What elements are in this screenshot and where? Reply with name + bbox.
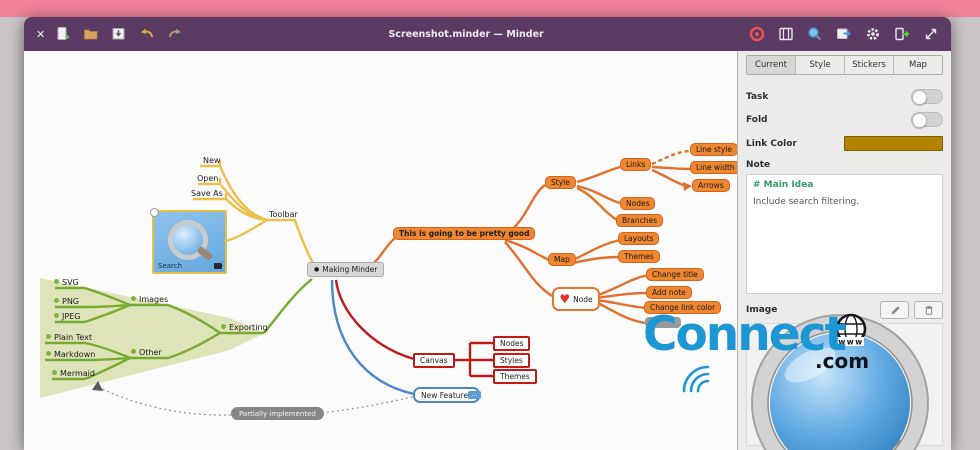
node-node-label: Node [573,294,593,304]
sidebar-tabs: Current Style Stickers Map [746,55,943,75]
node-images[interactable]: Images [131,295,168,304]
titlebar: ✕ Screenshot.minder — Minder [24,17,951,51]
mindmap-canvas[interactable]: Making Minder Toolbar New Open Save As S… [24,51,737,450]
window-title: Screenshot.minder — Minder [388,28,544,40]
tab-stickers[interactable]: Stickers [845,56,894,74]
node-save-as[interactable]: Save As [191,189,223,198]
fold-row: Fold [746,112,943,128]
tab-current[interactable]: Current [747,56,796,74]
node-pretty-good[interactable]: This is going to be pretty good [393,227,536,240]
desktop-background-band [0,0,980,17]
fold-toggle[interactable] [911,112,943,128]
node-style[interactable]: Style [545,176,576,189]
task-label: Task [746,91,769,102]
node-add-note[interactable]: Add note [646,286,692,299]
node-root[interactable]: Making Minder [307,262,385,277]
image-edit-button[interactable] [880,301,909,319]
toolbar-branch-lines [193,160,316,266]
node-new[interactable]: New [203,156,221,165]
node-change-link-color[interactable]: Change link color [644,301,722,314]
export-image-icon[interactable] [836,26,852,42]
trash-icon [925,305,932,315]
dotted-arrowhead [92,381,103,391]
overview-grid-icon[interactable] [778,26,794,42]
new-file-icon[interactable] [55,26,71,42]
node-plain-text[interactable]: Plain Text [46,333,92,342]
canvas-branch-lines [334,279,493,378]
node-layouts[interactable]: Layouts [618,232,660,245]
node-search-image[interactable]: Search [150,208,227,274]
image-row: Image [746,301,943,319]
node-partially-implemented[interactable]: Partially implemented [231,407,324,420]
open-folder-icon[interactable] [83,26,99,42]
mindmap-connectors [40,149,693,416]
save-icon[interactable] [111,26,127,42]
task-toggle-knob [912,90,927,105]
node-exporting[interactable]: Exporting [221,323,268,332]
node-arrows[interactable]: Arrows [692,179,730,192]
node-markdown[interactable]: Markdown [46,350,95,359]
fold-toggle-knob [912,113,927,128]
node-other[interactable]: Other [131,348,162,357]
node-canvas-themes[interactable]: Themes [493,369,537,384]
node-map[interactable]: Map [548,253,576,266]
image-delete-button[interactable] [914,301,943,319]
node-change-title[interactable]: Change title [646,268,704,281]
node-open[interactable]: Open [197,174,219,183]
node-canvas-nodes[interactable]: Nodes [493,336,531,351]
task-toggle[interactable] [911,89,943,105]
tab-map[interactable]: Map [894,56,942,74]
node-svg[interactable]: SVG [54,278,79,287]
image-preview-area [746,323,943,446]
partially-implemented-links [97,386,417,416]
heart-icon: ♥ [559,292,571,306]
redo-icon[interactable] [167,26,183,42]
note-editor[interactable]: # Main Idea Include search filtering. [746,174,943,294]
arrows-arrowhead [683,182,692,191]
node-links[interactable]: Links [620,158,652,171]
focus-mode-icon[interactable] [749,26,765,42]
node-line-width[interactable]: Line width [690,161,737,174]
image-label: Image [746,305,778,315]
link-color-row: Link Color [746,136,943,151]
undo-icon[interactable] [139,26,155,42]
style-branch-lines [366,149,693,325]
search-image-label: Search [158,262,183,270]
node-themes[interactable]: Themes [618,250,660,263]
close-button[interactable]: ✕ [36,27,46,41]
tab-style[interactable]: Style [796,56,845,74]
sidebar: Current Style Stickers Map Task Fold Lin… [737,51,951,450]
link-color-label: Link Color [746,138,797,149]
node-nodes[interactable]: Nodes [620,197,656,210]
minder-window: ✕ Screenshot.minder — Minder [24,17,951,450]
image-resize-handle[interactable] [150,208,159,217]
note-body: Include search filtering. [753,197,860,207]
new-features-branch-line [330,279,415,396]
exporting-branch-lines [45,278,313,381]
note-label: Note [746,160,771,170]
node-mermaid[interactable]: Mermaid [52,369,95,378]
fold-label: Fold [746,114,768,125]
link-color-swatch[interactable] [844,136,943,151]
node-jpeg[interactable]: JPEG [54,312,80,321]
node-toolbar[interactable]: Toolbar [269,210,298,219]
note-heading: # Main Idea [753,180,814,190]
node-line-style[interactable]: Line style [690,143,737,156]
resize-expand-icon[interactable] [923,26,939,42]
zoom-search-icon[interactable] [807,26,823,42]
settings-gear-icon[interactable] [865,26,881,42]
task-row: Task [746,89,943,105]
node-canvas[interactable]: Canvas [413,353,455,368]
note-badge-icon[interactable]: … [468,391,481,399]
node-obscured[interactable] [645,317,681,328]
node-node[interactable]: ♥ Node [552,287,600,311]
node-png[interactable]: PNG [54,297,79,306]
node-branches[interactable]: Branches [616,214,663,227]
node-canvas-styles[interactable]: Styles [493,353,530,368]
pencil-icon [891,306,900,315]
quit-export-icon[interactable] [894,26,910,42]
note-attachment-icon [214,263,222,269]
magnifier-handle-graphic [196,245,214,262]
